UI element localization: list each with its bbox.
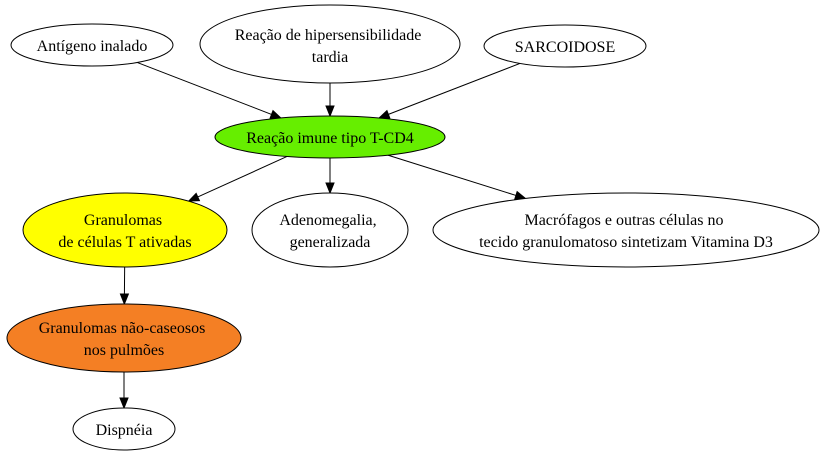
node-dispneia-ellipse [72, 407, 176, 451]
node-hipersensibilidade-line-2: tardia [312, 49, 348, 66]
node-adenomegalia-ellipse [251, 192, 409, 268]
node-macrofagos-line-1: Macrófagos e outras células no [524, 212, 723, 229]
node-granulomas-pulmoes-line-1: Granulomas não-caseosos [39, 320, 206, 337]
node-granulomas-nao-caseosos: Granulomas não-caseosos nos pulmões [6, 303, 242, 373]
node-granulomas-pulmoes-ellipse [6, 303, 242, 373]
arrowhead-granulomas_t-to-granulomas_pulmoes [119, 293, 130, 306]
node-granulomas-t-line-2: de células T ativadas [58, 234, 191, 251]
node-granulomas-pulmoes-line-2: nos pulmões [84, 342, 164, 359]
node-antigeno-label: Antígeno inalado [37, 38, 148, 55]
node-macrofagos-vitamina-d3: Macrófagos e outras células no tecido gr… [432, 192, 820, 268]
node-sarcoidose-line-1: SARCOIDOSE [515, 39, 615, 56]
node-granulomas-t-ellipse [22, 192, 228, 268]
node-macrofagos-line-2: tecido granulomatoso sintetizam Vitamina… [479, 234, 773, 251]
edges-layer [119, 61, 527, 410]
node-granulomas-t-line-1: Granulomas [84, 212, 162, 229]
edge-antigeno-to-reacao_cd4 [136, 61, 272, 115]
node-hipersensibilidade-line-1: Reação de hipersensibilidade [235, 27, 422, 44]
node-adenomegalia-line-2: generalizada [290, 234, 371, 251]
node-adenomegalia-line-1: Adenomegalia, [279, 212, 376, 229]
edge-reacao_cd4-to-granulomas_t [197, 156, 288, 198]
node-sarcoidose-ellipse [483, 24, 647, 68]
node-antigeno-line-1: Antígeno inalado [37, 38, 148, 55]
node-granulomas-pulmoes-label: Granulomas não-caseosos nos pulmões [39, 320, 210, 359]
node-macrofagos-ellipse [432, 192, 820, 268]
arrowhead-sarcoidose-to-reacao_cd4 [377, 109, 391, 119]
node-reacao-cd4-line-1: Reação imune tipo T-CD4 [246, 130, 414, 147]
node-hipersensibilidade-tardia: Reação de hipersensibilidade tardia [199, 4, 461, 84]
arrowhead-granulomas_pulmoes-to-dispneia [119, 397, 129, 410]
node-adenomegalia-label: Adenomegalia, generalizada [279, 212, 380, 251]
node-granulomas-t-label: Granulomas de células T ativadas [58, 212, 191, 251]
arrowhead-reacao_cd4-to-adenomegalia [325, 182, 335, 195]
node-reacao-cd4-ellipse [214, 115, 446, 159]
edge-reacao_cd4-to-macrofagos [387, 154, 517, 196]
node-reacao-imune-t-cd4: Reação imune tipo T-CD4 [214, 115, 446, 159]
edge-sarcoidose-to-reacao_cd4 [388, 62, 521, 115]
node-dispneia-label: Dispnéia [96, 422, 153, 439]
node-granulomas-celulas-t: Granulomas de células T ativadas [22, 192, 228, 268]
node-sarcoidose-label: SARCOIDOSE [515, 39, 615, 56]
arrowhead-reacao_cd4-to-granulomas_t [187, 192, 201, 202]
node-adenomegalia: Adenomegalia, generalizada [251, 192, 409, 268]
node-hipersensibilidade-label: Reação de hipersensibilidade tardia [235, 27, 426, 66]
arrowhead-hipersensibilidade-to-reacao_cd4 [325, 105, 335, 118]
node-sarcoidose: SARCOIDOSE [483, 24, 647, 68]
node-dispneia: Dispnéia [72, 407, 176, 451]
node-reacao-cd4-label: Reação imune tipo T-CD4 [246, 130, 414, 147]
node-antigeno-ellipse [10, 23, 174, 67]
node-hipersensibilidade-ellipse [199, 4, 461, 84]
node-macrofagos-label: Macrófagos e outras células no tecido gr… [479, 212, 773, 251]
arrowhead-antigeno-to-reacao_cd4 [269, 109, 283, 119]
node-antigeno-inalado: Antígeno inalado [10, 23, 174, 67]
node-dispneia-line-1: Dispnéia [96, 422, 153, 439]
